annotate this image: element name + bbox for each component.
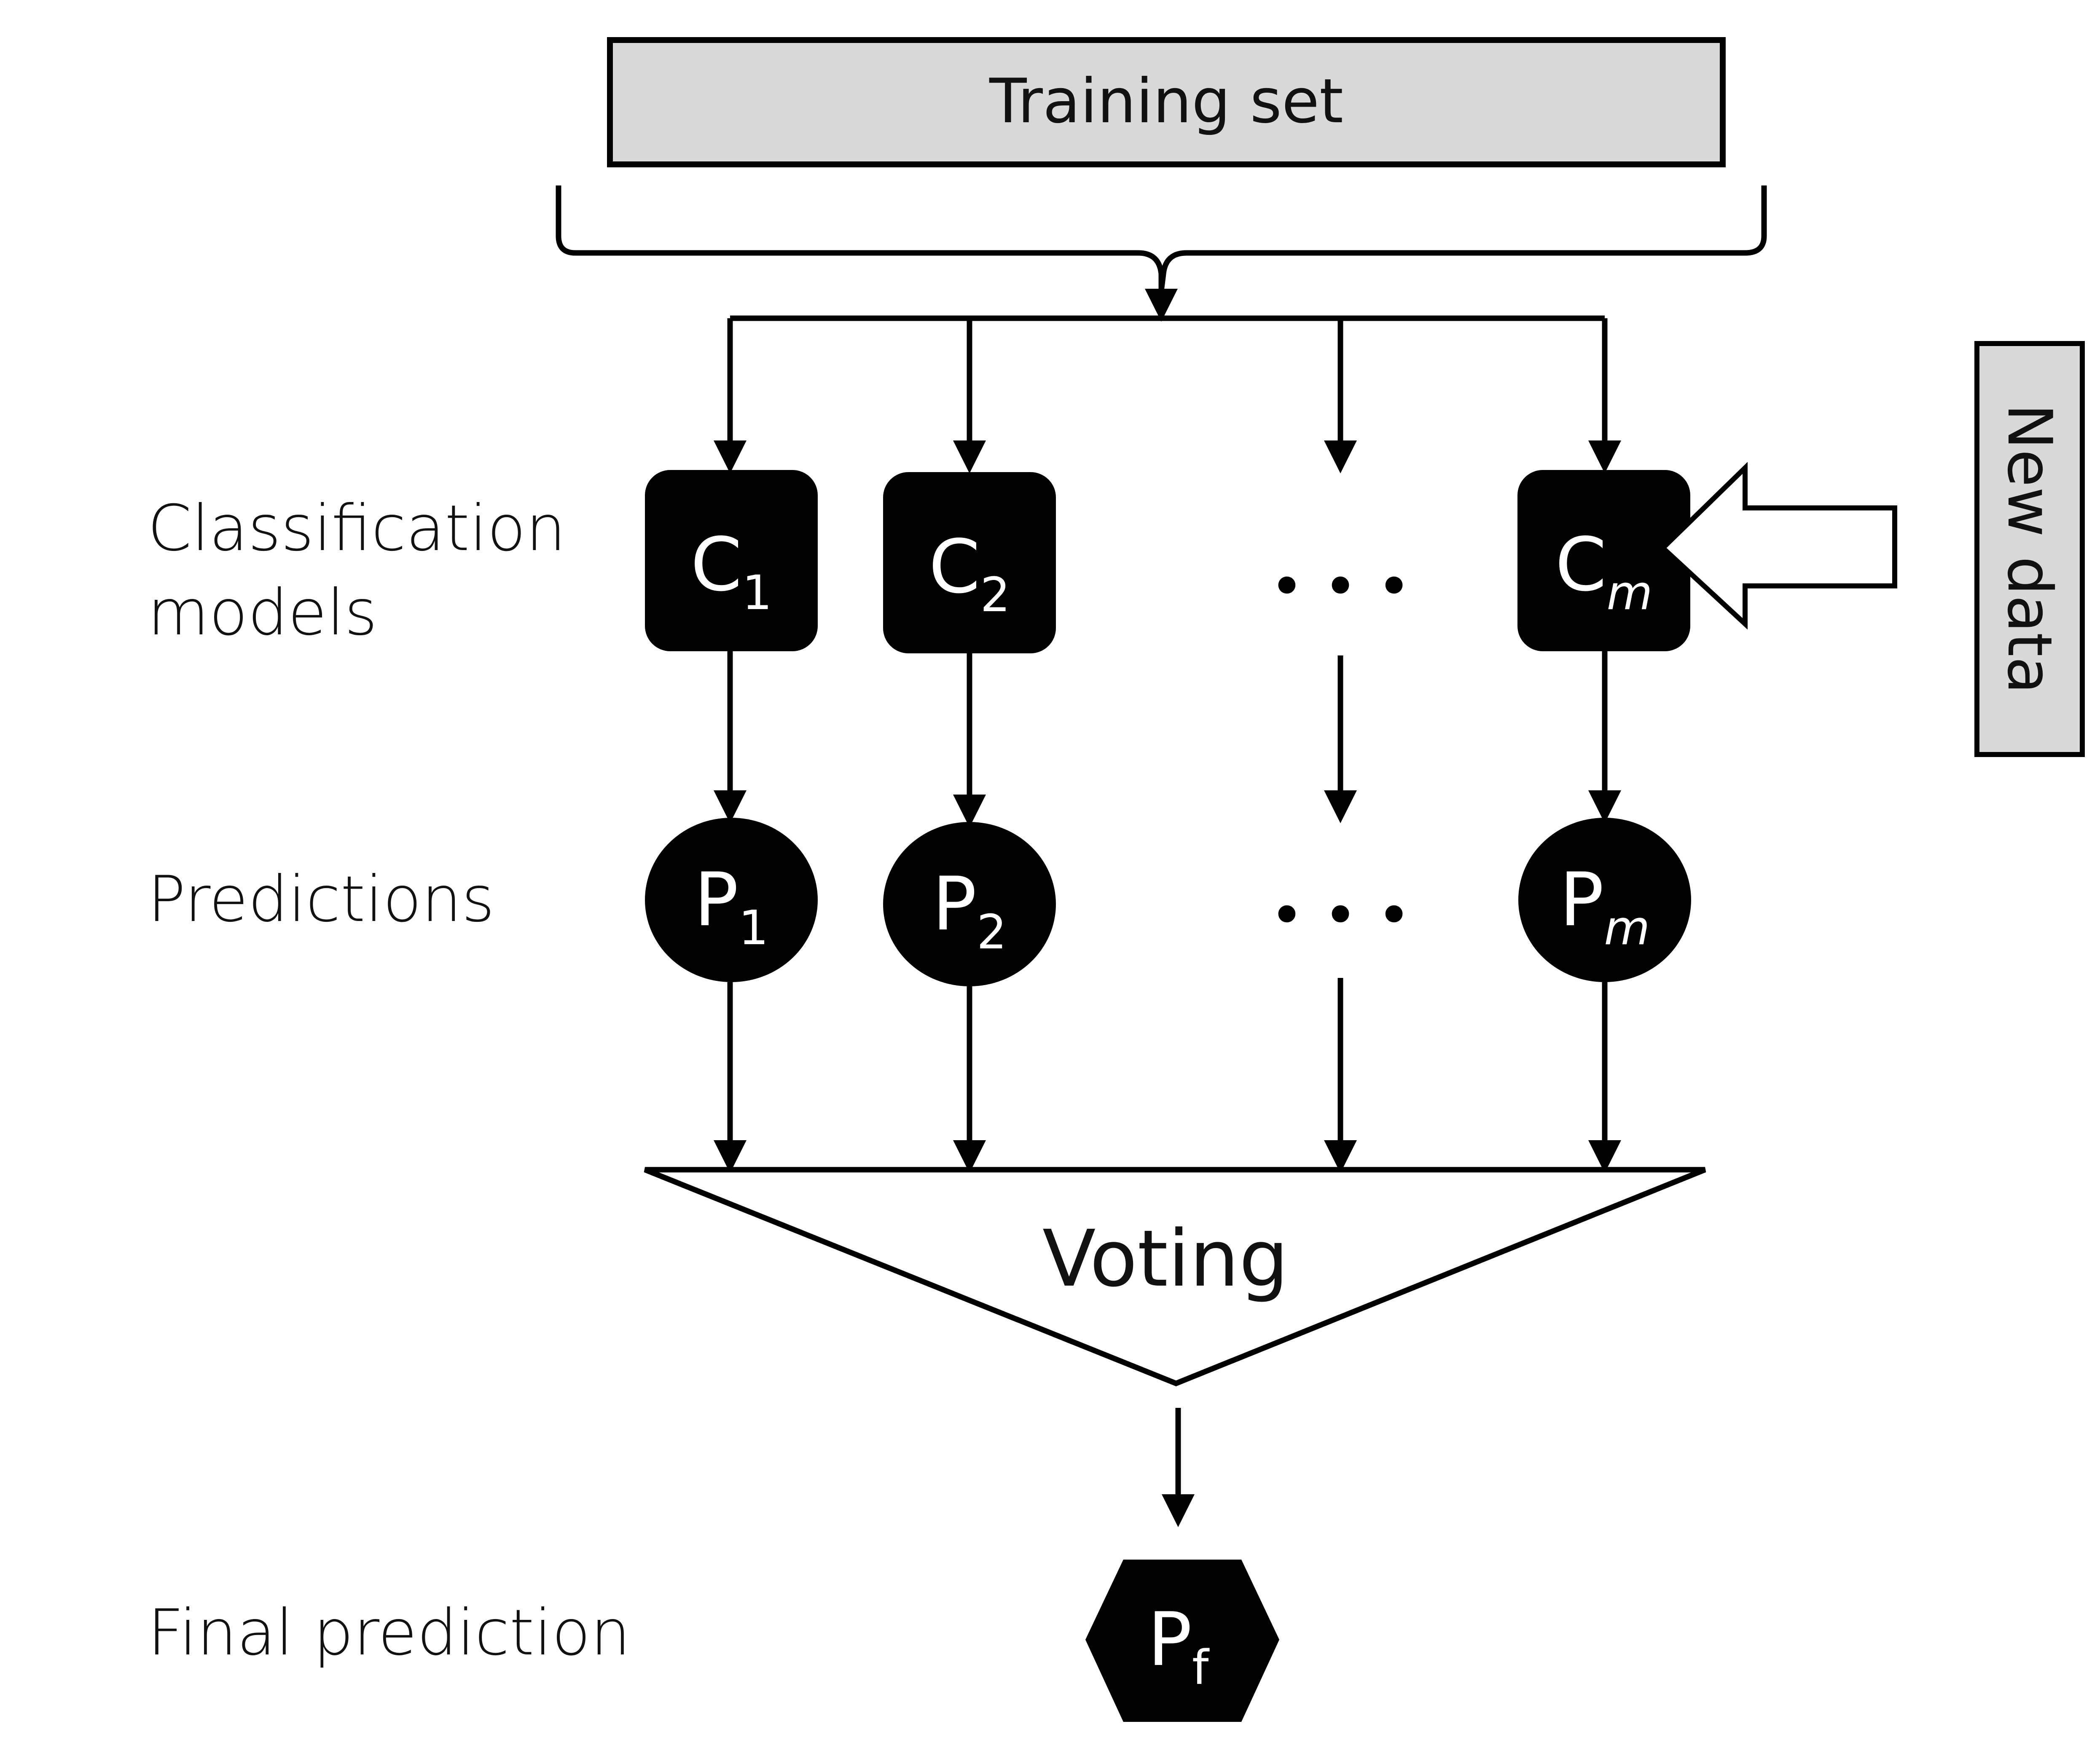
predictions-label: Predictions	[148, 863, 494, 936]
training-set-box: Training set	[607, 37, 1726, 167]
new-data-box: New data	[1974, 341, 2085, 757]
svg-text:Pm: Pm	[1560, 857, 1650, 956]
final-prediction-label: Final prediction	[148, 1596, 631, 1670]
voting-funnel: Voting	[644, 1167, 1706, 1387]
classification-models-label-line1: Classification	[148, 492, 566, 565]
svg-text:C1: C1	[690, 522, 772, 620]
classifier-node-1: C1	[645, 470, 818, 651]
training-set-label: Training set	[989, 66, 1343, 137]
prediction-ellipsis: • • •	[1270, 881, 1412, 950]
training-set-brace	[556, 185, 1767, 291]
distribution-arrows	[714, 289, 1621, 473]
classifier-node-m: Cm	[1517, 470, 1690, 651]
prediction-to-voting-arrows	[714, 978, 1621, 1173]
classification-models-label-line2: models	[148, 576, 377, 650]
prediction-node-1: P1	[645, 818, 818, 982]
new-data-arrow	[1659, 462, 1897, 630]
classifier-to-prediction-arrows	[714, 651, 1621, 827]
new-data-label: New data	[1994, 404, 2065, 694]
prediction-node-2: P2	[883, 822, 1056, 986]
prediction-node-m: Pm	[1518, 818, 1691, 982]
voting-label: Voting	[1042, 1213, 1289, 1304]
final-prediction-node: Pf	[1085, 1560, 1279, 1722]
classifier-node-2: C2	[883, 472, 1056, 653]
svg-text:P1: P1	[694, 857, 769, 956]
svg-text:Pf: Pf	[1148, 1597, 1210, 1695]
svg-text:C2: C2	[929, 524, 1010, 623]
svg-text:Cm: Cm	[1555, 522, 1652, 620]
classifier-ellipsis: • • •	[1270, 553, 1412, 621]
svg-text:P2: P2	[932, 862, 1007, 960]
